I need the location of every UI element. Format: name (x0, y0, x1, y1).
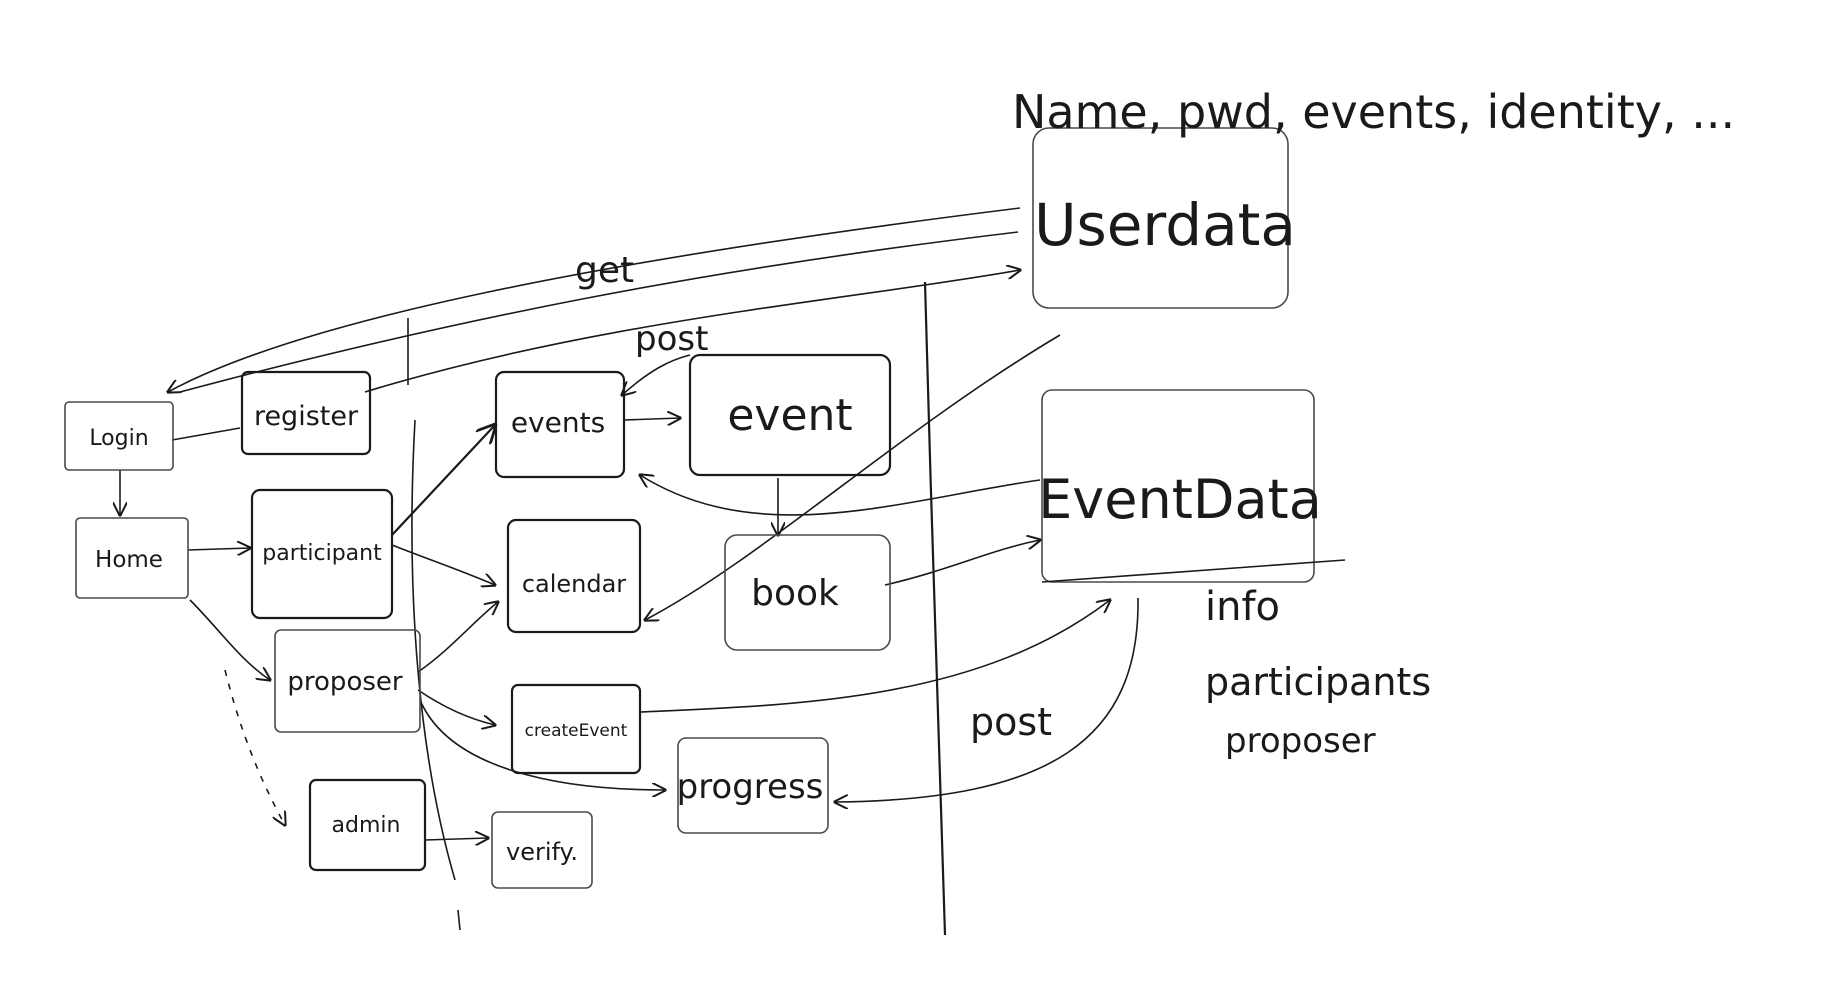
node-admin[interactable]: admin (308, 778, 427, 872)
node-calendar-label: calendar (522, 570, 626, 598)
edge-login-userdata-get (168, 207, 1021, 392)
node-events[interactable]: events (494, 370, 626, 479)
node-event-label: event (727, 390, 852, 441)
edge-createevent-eventdata-post (639, 600, 1110, 713)
edge-admin-verify (424, 838, 488, 840)
edge-register-userdata-post (364, 270, 1020, 393)
node-proposer-label: proposer (287, 667, 402, 697)
node-participant-label: participant (262, 541, 382, 566)
edge-proposer-createevent (417, 689, 495, 725)
node-createevent[interactable]: createEvent (510, 683, 642, 775)
node-login[interactable]: Login (64, 401, 174, 471)
boundary-divider (923, 281, 947, 936)
node-book-label: book (751, 573, 839, 614)
edge-participant-events (391, 425, 495, 536)
node-proposer[interactable]: proposer (274, 629, 421, 733)
node-eventdata[interactable]: EventData (1038, 389, 1346, 583)
node-progress-label: progress (677, 767, 824, 807)
node-register-label: register (254, 401, 359, 432)
node-book[interactable]: book (724, 534, 891, 651)
node-verify-label: verify. (506, 838, 578, 866)
node-admin-label: admin (332, 813, 401, 838)
node-createevent-label: createEvent (525, 721, 628, 741)
edge-home-admin (224, 669, 285, 825)
node-verify[interactable]: verify. (491, 811, 593, 889)
edge-eventdata-events (640, 475, 1041, 516)
node-participant[interactable]: participant (250, 488, 394, 620)
node-home[interactable]: Home (75, 517, 189, 599)
edge-login-register (171, 427, 241, 441)
edge-userdata-calendar (645, 334, 1061, 620)
edge-proposer-calendar (417, 602, 498, 673)
node-register[interactable]: register (240, 370, 372, 456)
node-eventdata-label: EventData (1038, 468, 1322, 531)
stroke-bottom-tick (457, 909, 461, 931)
eventdata-field-info: info (1205, 584, 1280, 630)
node-event[interactable]: event (688, 353, 892, 477)
node-home-label: Home (95, 547, 163, 573)
edges (120, 207, 1139, 936)
node-eventdata-underline (1041, 559, 1346, 583)
edge-label-post-top: post (635, 319, 708, 359)
node-userdata[interactable]: Userdata (1032, 127, 1296, 309)
edge-home-participant (187, 548, 250, 550)
node-userdata-label: Userdata (1034, 191, 1296, 259)
node-progress[interactable]: progress (677, 737, 829, 834)
eventdata-field-participants: participants (1205, 660, 1431, 704)
userdata-fields-annotation: Name, pwd, events, identity, ... (1012, 85, 1735, 139)
edge-events-event (624, 418, 680, 420)
edge-label-post-bottom: post (970, 700, 1052, 744)
node-calendar[interactable]: calendar (506, 518, 642, 634)
edge-label-get: get (575, 250, 634, 291)
eventdata-field-proposer: proposer (1225, 721, 1376, 761)
stroke-vertical-guide (411, 419, 456, 881)
node-login-label: Login (89, 426, 148, 451)
edge-get-return (179, 231, 1019, 393)
node-events-label: events (511, 406, 605, 439)
edge-book-eventdata (884, 540, 1040, 586)
edge-event-events (622, 354, 691, 395)
edge-proposer-progress (419, 699, 665, 790)
edge-eventdata-progress (835, 597, 1139, 802)
edge-home-proposer (189, 599, 270, 680)
edge-participant-calendar (391, 544, 495, 585)
